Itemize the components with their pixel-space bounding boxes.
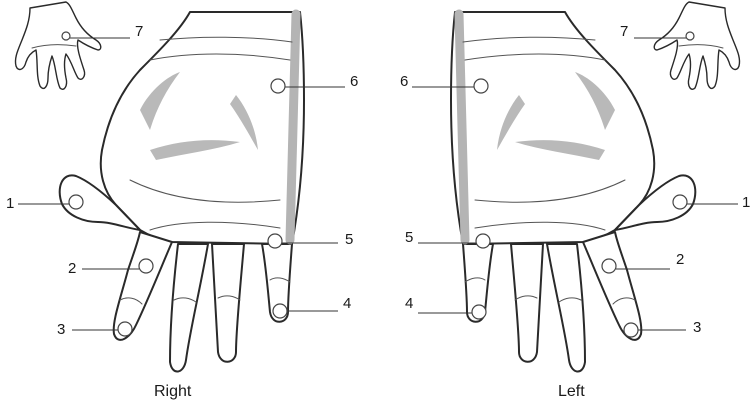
right-ring-finger bbox=[212, 244, 244, 362]
left-point-2-marker bbox=[602, 259, 616, 273]
left-middle-finger bbox=[547, 244, 585, 372]
left-ring-finger bbox=[511, 244, 543, 362]
right-hand-illustration bbox=[60, 12, 304, 372]
right-point-1-label: 1 bbox=[6, 195, 14, 212]
left-point-5-marker bbox=[476, 234, 490, 248]
left-point-1-label: 1 bbox=[742, 194, 750, 211]
left-hand-illustration bbox=[451, 12, 695, 372]
left-point-6-marker bbox=[474, 79, 488, 93]
right-point-6-marker bbox=[271, 79, 285, 93]
left-point-6-label: 6 bbox=[400, 73, 408, 90]
left-point-2-label: 2 bbox=[676, 251, 684, 268]
left-point-5-label: 5 bbox=[405, 229, 413, 246]
right-point-3-marker bbox=[118, 322, 132, 336]
right-point-5-marker bbox=[268, 234, 282, 248]
left-mini-hand bbox=[654, 2, 739, 89]
right-point-4-marker bbox=[273, 304, 287, 318]
right-point-7-label: 7 bbox=[135, 23, 143, 40]
left-hand-outline bbox=[451, 12, 654, 244]
right-hand-outline bbox=[101, 12, 304, 244]
right-mini-hand bbox=[15, 2, 100, 89]
right-hand-caption: Right bbox=[154, 383, 192, 400]
right-point-5-label: 5 bbox=[345, 231, 353, 248]
right-point-3-label: 3 bbox=[57, 321, 65, 338]
right-middle-finger bbox=[170, 244, 208, 372]
left-point-3-label: 3 bbox=[693, 319, 701, 336]
left-point-7-marker bbox=[686, 32, 694, 40]
left-point-1-marker bbox=[673, 195, 687, 209]
left-point-4-marker bbox=[472, 305, 486, 319]
right-point-4-label: 4 bbox=[343, 295, 351, 312]
left-hand-caption: Left bbox=[558, 383, 585, 400]
left-point-3-marker bbox=[624, 323, 638, 337]
right-point-2-label: 2 bbox=[68, 260, 76, 277]
right-point-2-marker bbox=[139, 259, 153, 273]
right-point-1-marker bbox=[69, 195, 83, 209]
left-point-4-label: 4 bbox=[405, 295, 413, 312]
right-point-6-label: 6 bbox=[350, 73, 358, 90]
left-point-7-label: 7 bbox=[620, 23, 628, 40]
right-point-7-marker bbox=[62, 32, 70, 40]
